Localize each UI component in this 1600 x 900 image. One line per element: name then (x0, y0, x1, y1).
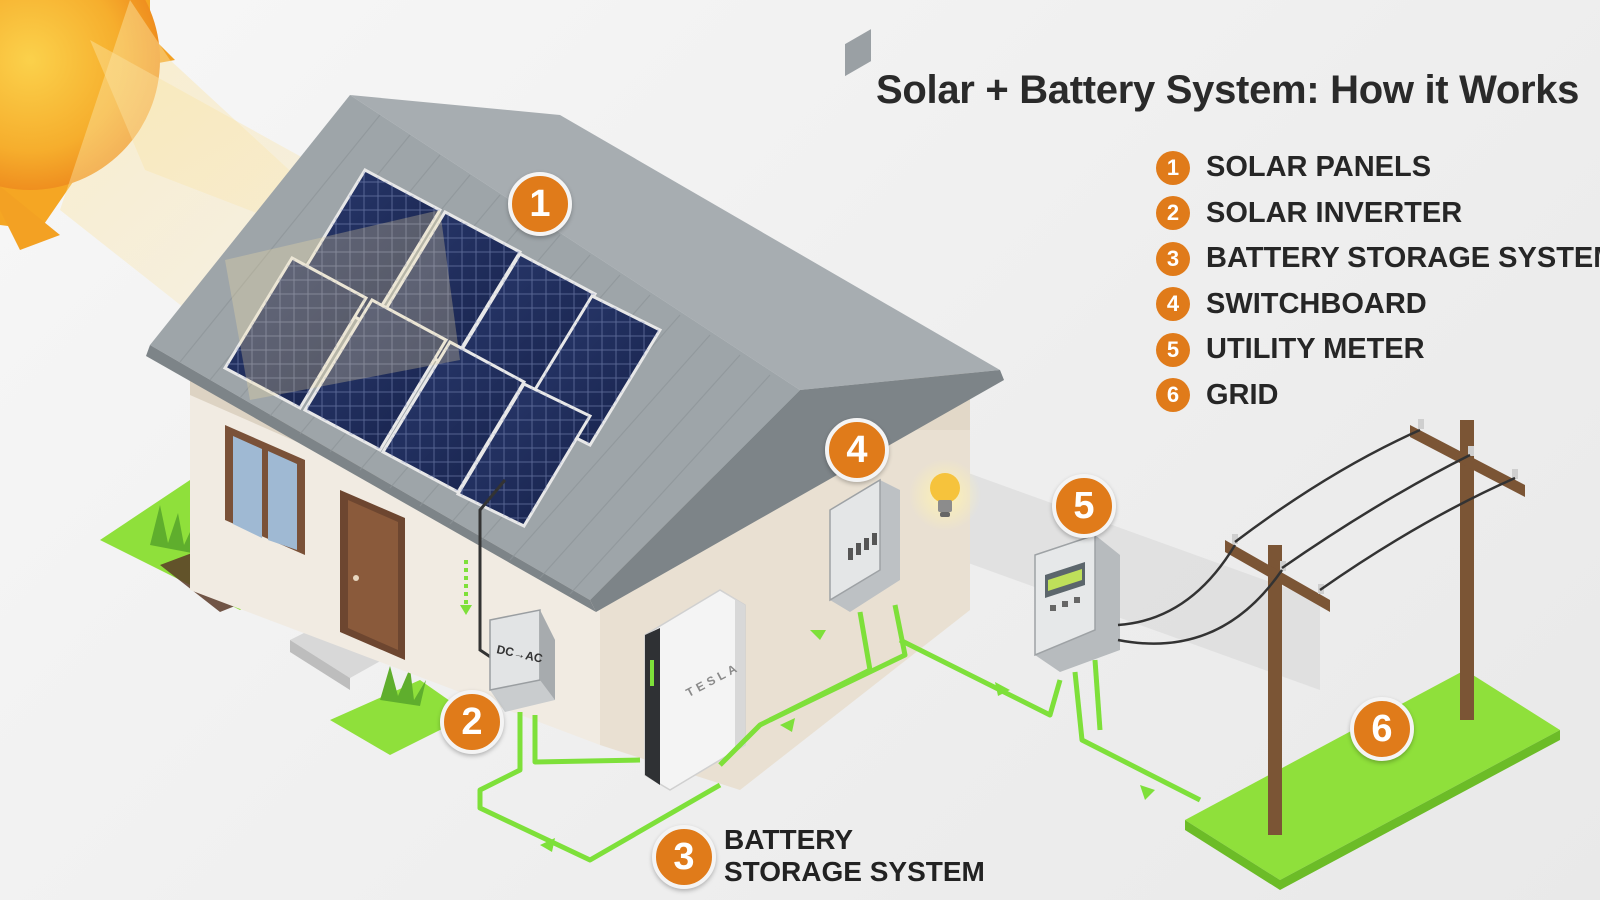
badge-grid: 6 (1350, 697, 1414, 761)
legend-label: SOLAR PANELS (1206, 151, 1432, 184)
legend-item-utility-meter: 5 UTILITY METER (1156, 327, 1600, 373)
page-title: Solar + Battery System: How it Works (876, 68, 1580, 112)
dc-cable (460, 479, 507, 662)
light-bulb-icon (909, 459, 981, 531)
ground-shadow (960, 470, 1320, 690)
legend: 1 SOLAR PANELS 2 SOLAR INVERTER 3 BATTERY S… (1156, 145, 1600, 418)
energy-flow-lines (477, 604, 1202, 863)
badge-solar-inverter: 2 (440, 690, 504, 754)
legend-item-solar-inverter: 2 SOLAR INVERTER (1156, 191, 1600, 237)
badge-switchboard: 4 (825, 418, 889, 482)
badge-utility-meter: 5 (1052, 474, 1116, 538)
breakers (848, 533, 877, 560)
legend-label: SWITCHBOARD (1206, 287, 1427, 320)
legend-label: GRID (1206, 378, 1279, 411)
legend-label: BATTERY STORAGE SYSTEM (1206, 242, 1600, 275)
power-pole (1410, 419, 1525, 720)
solar-panel (222, 256, 369, 410)
legend-item-battery-storage: 3 BATTERY STORAGE SYSTEM (1156, 236, 1600, 282)
legend-number-badge: 2 (1156, 196, 1190, 231)
legend-number-badge: 6 (1156, 378, 1190, 413)
legend-item-switchboard: 4 SWITCHBOARD (1156, 282, 1600, 328)
legend-item-grid: 6 GRID (1156, 373, 1600, 419)
solar-panels (222, 168, 663, 528)
solar-panel (455, 382, 593, 528)
legend-item-solar-panels: 1 SOLAR PANELS (1156, 145, 1600, 191)
utility-meter (1034, 533, 1120, 672)
legend-label: UTILITY METER (1206, 333, 1425, 366)
badge-solar-panels: 1 (508, 172, 572, 236)
legend-number-badge: 1 (1156, 150, 1190, 185)
flow-arrows (540, 630, 1155, 852)
switchboard (829, 29, 900, 612)
legend-number-badge: 5 (1156, 332, 1190, 367)
solar-inverter: DC→AC (489, 609, 555, 712)
power-lines (1117, 428, 1516, 645)
battery-callout-label: BATTERY STORAGE SYSTEM (724, 824, 985, 888)
solar-panel (302, 298, 449, 452)
callout-line-1: BATTERY (724, 824, 854, 855)
legend-number-badge: 3 (1156, 241, 1190, 276)
badge-battery: 3 (652, 825, 716, 889)
callout-line-2: STORAGE SYSTEM (724, 856, 985, 887)
house-door (340, 490, 405, 660)
house-window (225, 425, 305, 555)
legend-number-badge: 4 (1156, 287, 1190, 322)
battery-unit: TESLA (644, 589, 746, 791)
legend-label: SOLAR INVERTER (1206, 196, 1463, 229)
